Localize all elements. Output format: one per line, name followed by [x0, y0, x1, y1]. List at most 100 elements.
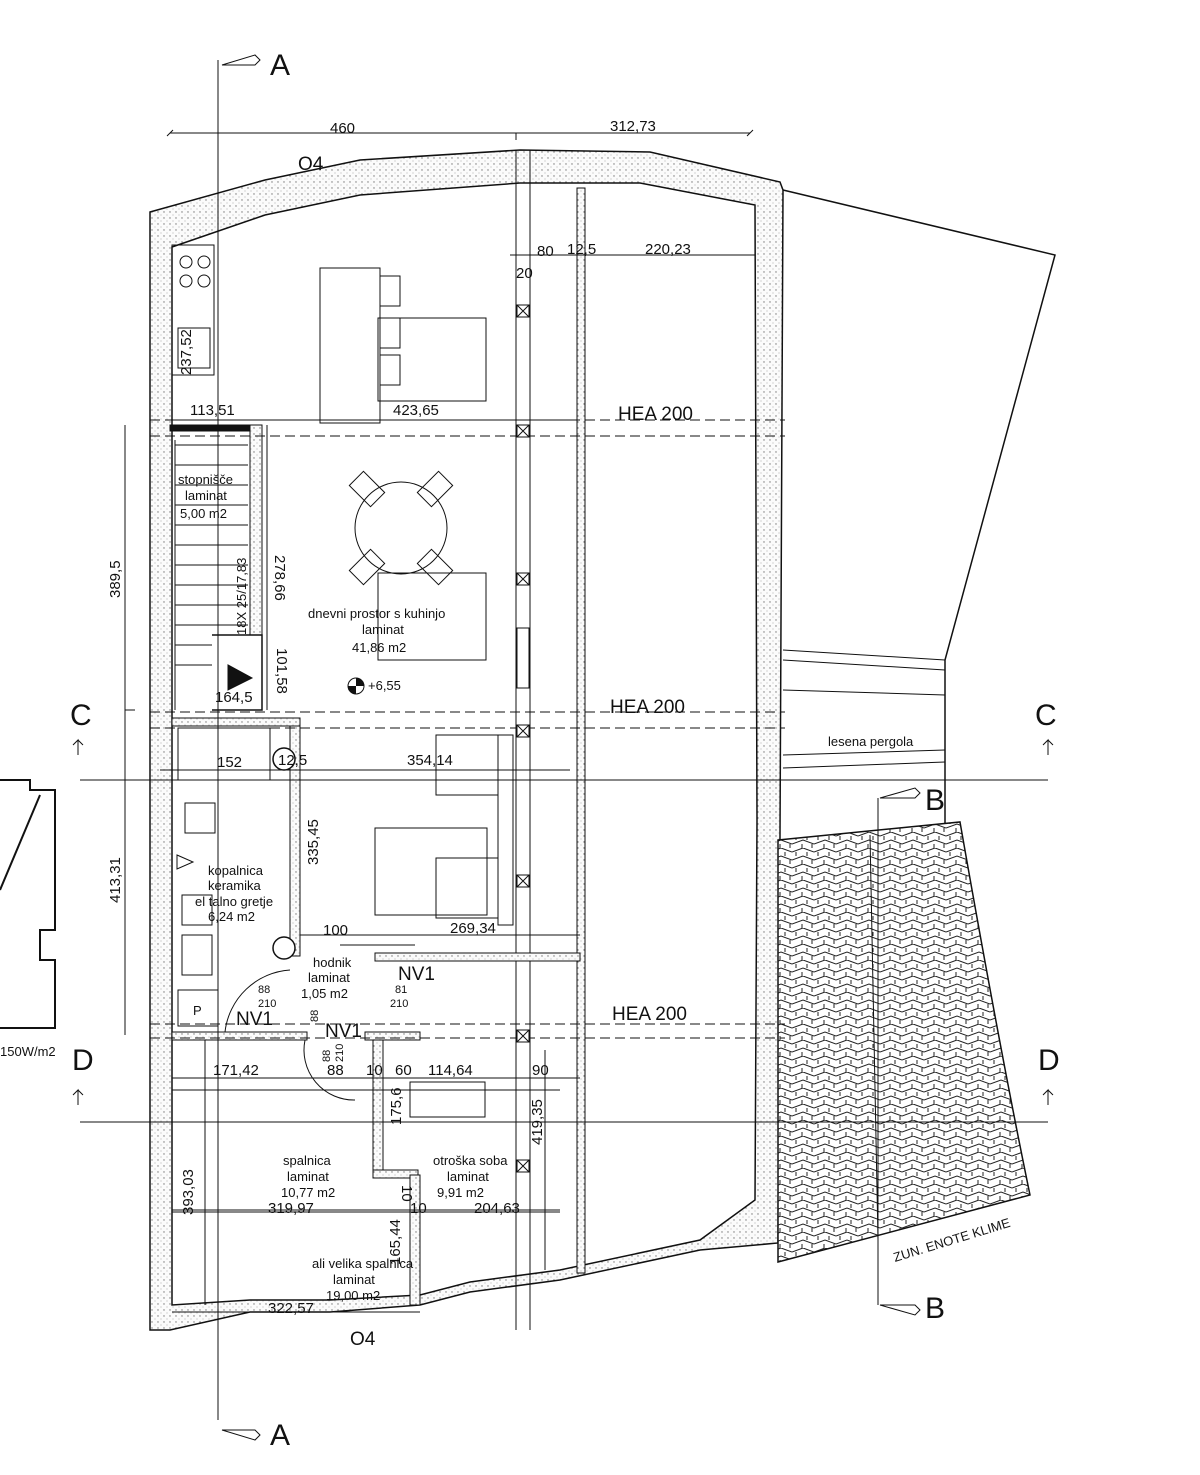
dim-171-42: 171,42 — [213, 1062, 259, 1079]
dim-top-right: 312,73 — [610, 118, 656, 135]
door-dim-88: 88 — [258, 984, 270, 996]
door-swings — [224, 944, 415, 1101]
internal-walls — [169, 150, 586, 1330]
dim-269-34: 269,34 — [450, 920, 496, 937]
dim-389-5: 389,5 — [107, 560, 124, 598]
dim-114-64: 114,64 — [428, 1062, 473, 1079]
room-bedroom-floor: laminat — [287, 1169, 329, 1184]
room-bedroom: spalnica laminat 10,77 m2 — [281, 1153, 335, 1200]
room-stairs-name: stopnišče — [178, 472, 233, 487]
furniture — [171, 244, 560, 1305]
section-label-b-top: B — [925, 784, 945, 817]
room-hall-name: hodnik — [313, 955, 352, 970]
dim-10a: 10 — [366, 1062, 383, 1079]
dim-319-97: 319,97 — [268, 1200, 314, 1217]
dim-278-66: 278,66 — [271, 555, 288, 601]
room-bathroom: kopalnica keramika el talno gretje 6,24 … — [195, 863, 273, 924]
room-hall-floor: laminat — [308, 970, 350, 985]
room-big-bedroom: ali velika spalnica laminat 19,00 m2 — [312, 1256, 414, 1303]
door-dim-210b: 210 — [390, 998, 408, 1010]
dim-100: 100 — [323, 922, 348, 939]
room-stairs-floor: laminat — [185, 488, 227, 503]
dim-88: 88 — [327, 1062, 344, 1079]
window-label-bottom: O4 — [350, 1329, 376, 1350]
dim-top-left: 460 — [330, 120, 355, 137]
dim-175-6: 175,6 — [388, 1087, 405, 1125]
section-label-d-left: D — [72, 1044, 94, 1077]
section-label-b-bottom: B — [925, 1292, 945, 1325]
room-big-bedroom-area: 19,00 m2 — [326, 1288, 380, 1303]
room-kids-floor: laminat — [447, 1169, 489, 1184]
terrace — [777, 189, 1056, 1263]
p-mark: P — [193, 1003, 202, 1018]
dim-335-45: 335,45 — [305, 819, 322, 865]
columns — [516, 304, 530, 1173]
dim-101-58: 101,58 — [273, 648, 290, 694]
door-label-nv1-left: NV1 — [236, 1009, 273, 1030]
room-hall: hodnik laminat 1,05 m2 — [301, 955, 352, 1001]
beam-label-2: HEA 200 — [610, 697, 685, 718]
room-stairs-steps: 18X 25/17,83 — [234, 558, 249, 635]
dim-204-63: 204,63 — [474, 1200, 520, 1217]
dim-423-65: 423,65 — [393, 402, 439, 419]
room-living-name: dnevni prostor s kuhinjo — [308, 606, 445, 621]
dim-60: 60 — [395, 1062, 412, 1079]
dim-80: 80 — [537, 243, 554, 260]
door-label-nv1-right: NV1 — [398, 964, 435, 985]
room-hall-area: 1,05 m2 — [301, 986, 348, 1001]
room-bathroom-name: kopalnica — [208, 863, 264, 878]
dim-393-03: 393,03 — [180, 1169, 197, 1215]
dim-10c: 10 — [410, 1200, 427, 1217]
section-label-d-right: D — [1038, 1044, 1060, 1077]
adjacent-plan-fragment: 150W/m2 — [0, 779, 56, 1059]
level-marker-icon — [347, 677, 365, 695]
section-label-a-top: A — [270, 49, 290, 82]
dim-413-31: 413,31 — [107, 857, 124, 903]
dim-113-51: 113,51 — [190, 402, 235, 419]
stairs — [174, 440, 254, 710]
room-big-bedroom-floor: laminat — [333, 1272, 375, 1287]
dim-419-35: 419,35 — [529, 1099, 546, 1145]
pergola-label: lesena pergola — [828, 734, 914, 749]
beam-label-3: HEA 200 — [612, 1004, 687, 1025]
door-label-nv1-mid: NV1 — [325, 1021, 362, 1042]
section-label-a-bottom: A — [270, 1419, 290, 1452]
room-kids-area: 9,91 m2 — [437, 1185, 484, 1200]
door-dim-88c: 88 — [321, 1050, 333, 1062]
dim-165-44: 165,44 — [387, 1219, 404, 1265]
room-living-area: 41,86 m2 — [352, 640, 406, 655]
room-living-level: +6,55 — [368, 678, 401, 693]
room-bathroom-floor: keramika — [208, 878, 262, 893]
room-bedroom-area: 10,77 m2 — [281, 1185, 335, 1200]
dim-237-52: 237,52 — [178, 329, 195, 375]
room-living-floor: laminat — [362, 622, 404, 637]
dim-20: 20 — [516, 265, 533, 282]
room-kids-name: otroška soba — [433, 1153, 508, 1168]
dim-164-5: 164,5 — [215, 689, 253, 706]
section-lines — [72, 54, 1054, 1441]
section-label-c-left: C — [70, 699, 92, 732]
beam-label-1: HEA 200 — [618, 404, 693, 425]
room-bathroom-heating: el talno gretje — [195, 894, 273, 909]
dim-12-5-mid: 12,5 — [278, 752, 307, 769]
section-label-c-right: C — [1035, 699, 1057, 732]
room-big-bedroom-name: ali velika spalnica — [312, 1256, 414, 1271]
room-living: dnevni prostor s kuhinjo laminat 41,86 m… — [308, 606, 445, 693]
dim-354-14: 354,14 — [407, 752, 453, 769]
dim-90: 90 — [532, 1062, 549, 1079]
room-kids: otroška soba laminat 9,91 m2 — [433, 1153, 508, 1200]
dim-10b: 10 — [398, 1185, 415, 1202]
door-dim-81: 81 — [395, 984, 407, 996]
room-bedroom-name: spalnica — [283, 1153, 331, 1168]
dimension-lines — [124, 129, 755, 1313]
door-dim-210: 210 — [258, 998, 276, 1010]
room-stairs: stopnišče laminat 5,00 m2 18X 25/17,83 — [178, 472, 249, 635]
door-dim-210c: 210 — [334, 1044, 346, 1062]
room-stairs-area: 5,00 m2 — [180, 506, 227, 521]
power-note: 150W/m2 — [0, 1044, 56, 1059]
dim-12-5-top: 12,5 — [567, 241, 596, 258]
window-label-top: O4 — [298, 154, 324, 175]
dim-220-23: 220,23 — [645, 241, 691, 258]
dim-322-57: 322,57 — [268, 1300, 314, 1317]
